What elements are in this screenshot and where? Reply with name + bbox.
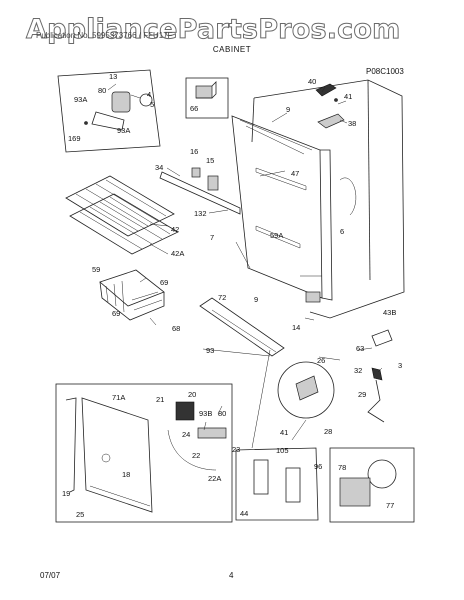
callout-15: 15	[206, 156, 214, 165]
callout-13: 13	[109, 72, 117, 81]
accessory-inset	[329, 447, 415, 523]
callout-42A: 42A	[171, 249, 184, 258]
door-assembly	[277, 329, 393, 423]
callout-14: 14	[292, 323, 300, 332]
leader-lines	[139, 86, 383, 431]
callout-22: 22	[192, 451, 200, 460]
door-pads-inset	[235, 349, 319, 521]
shelf-bracket	[159, 167, 241, 215]
callout-38: 38	[348, 119, 356, 128]
callout-47: 47	[291, 169, 299, 178]
callout-59A: 59A	[270, 231, 283, 240]
callout-41-lower: 41	[280, 428, 288, 437]
callout-9-upper: 9	[286, 105, 290, 114]
callout-22A: 22A	[208, 474, 221, 483]
callout-66: 66	[190, 104, 198, 113]
callout-29: 29	[358, 390, 366, 399]
callout-7: 7	[210, 233, 214, 242]
section-title: CABINET	[212, 45, 252, 54]
kickplate	[199, 297, 285, 357]
callout-26: 26	[317, 356, 325, 365]
callout-105: 105	[276, 446, 289, 455]
hinge-parts	[315, 83, 345, 129]
callout-9-lower: 9	[254, 295, 258, 304]
callout-28: 28	[324, 427, 332, 436]
callout-72: 72	[218, 293, 226, 302]
callout-32: 32	[354, 366, 362, 375]
light-housing-inset	[185, 77, 229, 119]
callout-24: 24	[182, 430, 190, 439]
callout-44: 44	[240, 509, 248, 518]
callout-4: 4	[147, 90, 151, 99]
callout-16: 16	[190, 147, 198, 156]
callout-5: 5	[150, 100, 154, 109]
callout-23: 23	[232, 445, 240, 454]
callout-80-lower: 80	[218, 409, 226, 418]
callout-21: 21	[156, 395, 164, 404]
callout-18: 18	[122, 470, 130, 479]
callout-96: 96	[314, 462, 322, 471]
fan-motor-inset	[57, 69, 161, 153]
callout-19: 19	[62, 489, 70, 498]
callout-71A: 71A	[112, 393, 125, 402]
callout-20: 20	[188, 390, 196, 399]
control-box-inset	[55, 383, 233, 523]
callout-78: 78	[338, 463, 346, 472]
diagram-code: P08C1003	[366, 67, 404, 76]
callout-42: 42	[171, 225, 179, 234]
callout-132: 132	[194, 209, 207, 218]
callout-77: 77	[386, 501, 394, 510]
callout-59: 59	[92, 265, 100, 274]
cabinet-shell	[231, 79, 405, 319]
callout-41: 41	[344, 92, 352, 101]
publication-header: Publication No. 5995373766 / FFU17F	[36, 31, 173, 40]
footer-page-number: 4	[229, 571, 234, 580]
watermark-logo: AppliancePartsPros.com	[25, 14, 401, 46]
callout-93B: 93B	[199, 409, 212, 418]
callout-3: 3	[398, 361, 402, 370]
callout-63: 63	[356, 344, 364, 353]
callout-93: 93	[206, 346, 214, 355]
wire-basket	[99, 269, 165, 321]
callout-93A-lower: 93A	[117, 126, 130, 135]
callout-80: 80	[98, 86, 106, 95]
callout-93A-upper: 93A	[74, 95, 87, 104]
footer-date: 07/07	[40, 571, 61, 580]
callout-40: 40	[308, 77, 316, 86]
callout-43B: 43B	[383, 308, 396, 317]
callout-34: 34	[155, 163, 163, 172]
callout-69-right: 69	[160, 278, 168, 287]
callout-6: 6	[340, 227, 344, 236]
callout-69-left: 69	[112, 309, 120, 318]
wire-shelves	[65, 175, 179, 255]
callout-169: 169	[68, 134, 81, 143]
callout-68: 68	[172, 324, 180, 333]
callout-25: 25	[76, 510, 84, 519]
